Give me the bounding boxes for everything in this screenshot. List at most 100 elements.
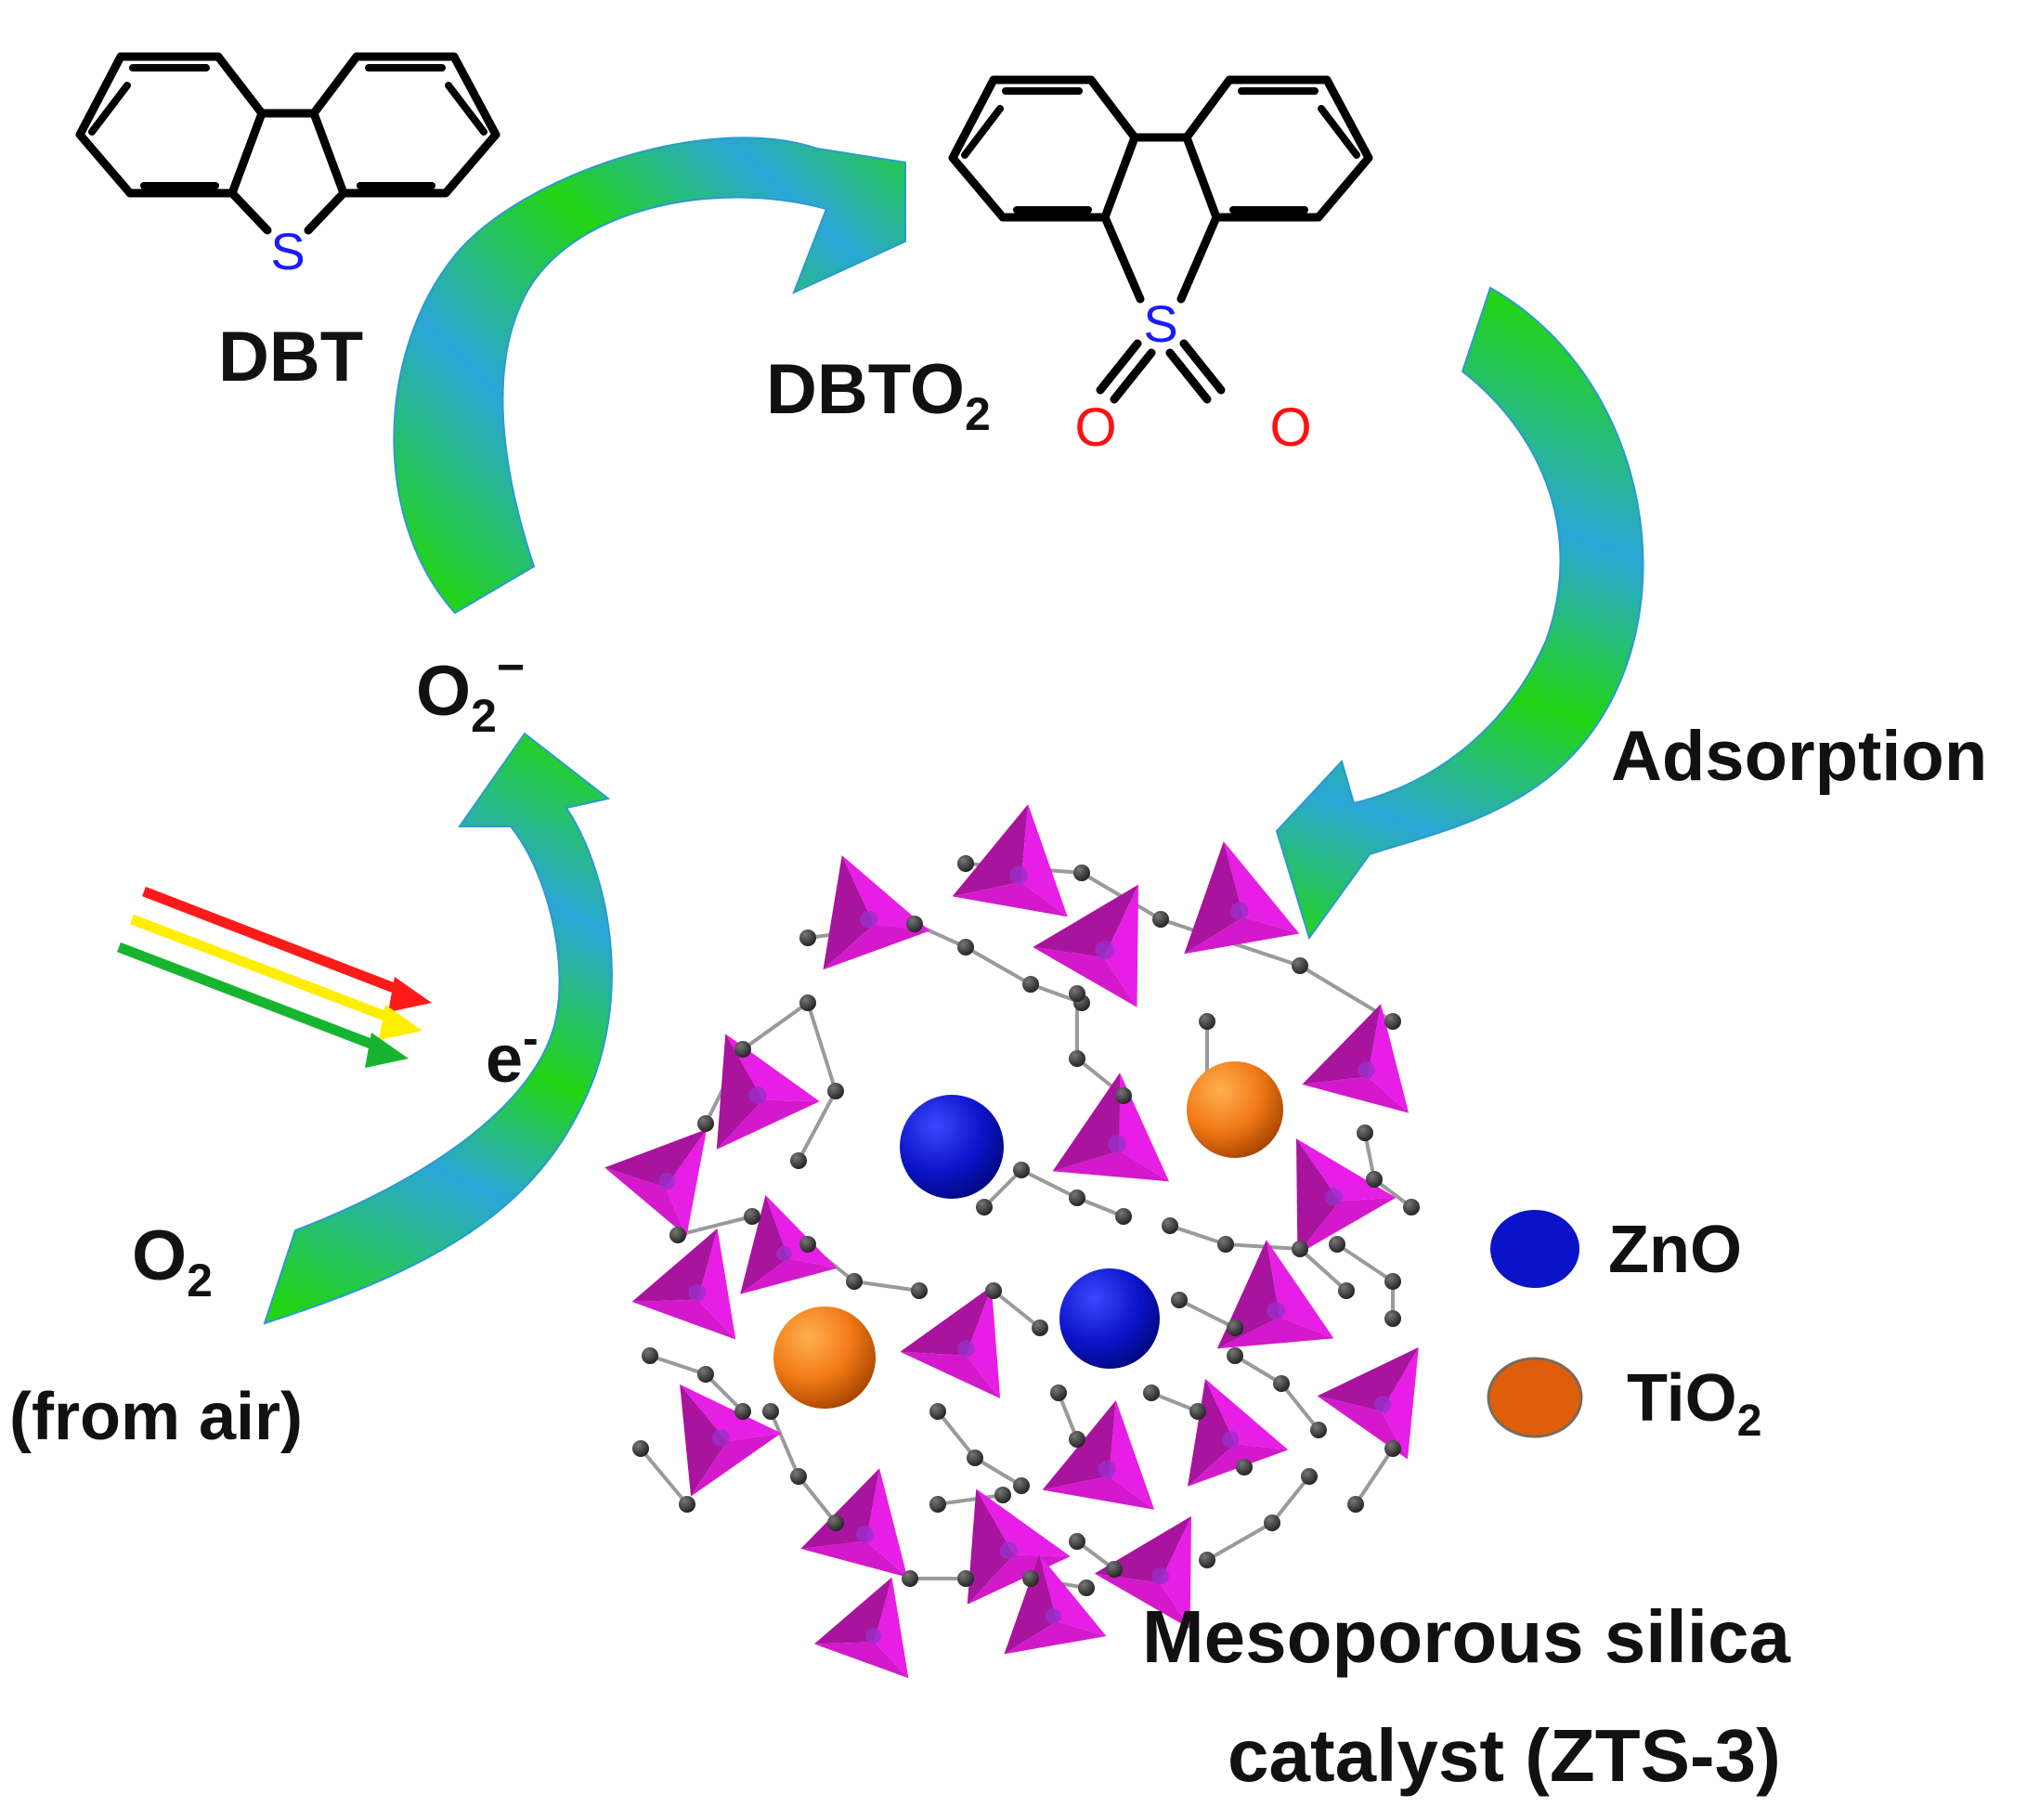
framework-atom <box>911 1282 928 1299</box>
framework-atom <box>799 1236 816 1253</box>
framework-atom <box>1292 1241 1308 1257</box>
framework-atom <box>1236 1459 1253 1476</box>
framework-atom <box>1292 957 1308 974</box>
framework-atom <box>744 1208 760 1225</box>
framework-link <box>797 1090 838 1162</box>
catalyst-label-line1: Mesoporous silica <box>1142 1595 1790 1678</box>
framework-atom <box>1152 911 1169 928</box>
framework-atom <box>734 1403 751 1420</box>
framework-link <box>1020 1168 1078 1200</box>
framework-link <box>704 1372 745 1413</box>
framework-atom <box>1069 1431 1085 1448</box>
legend-label-tio2: TiO2 <box>1627 1361 1761 1446</box>
electron-label: e- <box>486 1012 539 1097</box>
framework-atom <box>827 1514 844 1531</box>
framework-atom <box>967 1450 983 1466</box>
legend-swatch-zno <box>1490 1210 1579 1288</box>
framework-link <box>936 1410 977 1460</box>
framework-atom <box>1162 1217 1178 1234</box>
framework-link <box>937 1493 1004 1506</box>
mesoporous-silica-framework-icon <box>604 804 1420 1679</box>
framework-atom <box>790 1468 807 1485</box>
framework-atom <box>1227 1320 1243 1336</box>
zno-particle <box>1059 1268 1160 1369</box>
framework-atom <box>1347 1496 1364 1513</box>
silica-tetrahedron <box>631 1228 736 1340</box>
framework-atom <box>906 916 923 932</box>
framework-link <box>1270 1475 1311 1525</box>
framework-link <box>982 1168 1023 1209</box>
legend-label-zno: ZnO <box>1608 1213 1742 1287</box>
dbto2-sulfur-atom: S <box>1143 294 1177 353</box>
silica-tetrahedron <box>716 1034 820 1150</box>
framework-link <box>797 1475 838 1525</box>
framework-atom <box>1273 1375 1290 1392</box>
silica-tetrahedron <box>1033 884 1138 1008</box>
framework-atom <box>790 1152 807 1169</box>
framework-atom <box>929 1496 946 1513</box>
framework-link <box>639 1447 689 1506</box>
arrow-adsorption <box>1275 286 1644 941</box>
framework-atom <box>1227 1347 1243 1364</box>
framework-link <box>853 1280 920 1293</box>
framework-atom <box>1357 1124 1373 1141</box>
silica-tetrahedron <box>1004 1554 1107 1655</box>
framework-atom <box>1115 1208 1132 1225</box>
framework-link <box>1169 1224 1227 1246</box>
framework-atom <box>1106 1561 1123 1578</box>
framework-link <box>1225 1242 1301 1251</box>
framework-atom <box>902 1570 918 1587</box>
adsorption-label: Adsorption <box>1611 717 1987 796</box>
framework-atom <box>1366 1171 1383 1188</box>
framework-link <box>1206 1521 1273 1562</box>
legend: ZnO TiO2 <box>1487 1210 1761 1446</box>
tio2-particle <box>773 1306 876 1409</box>
light-rays-icon <box>117 886 432 1068</box>
framework-atom <box>1069 1533 1085 1550</box>
framework-atom <box>1073 864 1090 881</box>
framework-atom <box>1384 1440 1401 1457</box>
framework-atom <box>679 1496 695 1513</box>
catalyst-label-line2: catalyst (ZTS-3) <box>1228 1714 1781 1797</box>
framework-atom <box>1143 1384 1160 1401</box>
framework-atom <box>799 994 816 1011</box>
framework-link <box>992 1289 1042 1330</box>
framework-atom <box>1069 985 1085 1002</box>
silica-tetrahedron <box>823 855 930 970</box>
tio2-particle <box>1187 1061 1283 1158</box>
dbt-label: DBT <box>218 318 363 396</box>
framework-atom <box>1189 1403 1206 1420</box>
framework-atom <box>1264 1514 1280 1531</box>
framework-link <box>973 1456 1023 1488</box>
framework-link <box>965 945 1032 986</box>
framework-atom <box>957 855 974 872</box>
superoxide-label: O2− <box>416 641 525 742</box>
framework-atom <box>762 1403 779 1420</box>
framework-atom <box>1384 1273 1401 1290</box>
framework-atom <box>1199 1013 1215 1030</box>
dbto2-structure: S O O <box>948 75 1373 458</box>
framework-atom <box>1050 1384 1067 1401</box>
framework-atom <box>632 1440 649 1457</box>
framework-atom <box>1032 1320 1048 1336</box>
framework-atom <box>799 930 816 946</box>
framework-atom <box>929 1403 946 1420</box>
framework-atom <box>1022 976 1039 993</box>
framework-atom <box>1403 1199 1420 1216</box>
framework-link <box>1354 1447 1395 1506</box>
framework-atom <box>642 1347 658 1364</box>
framework-link <box>649 1354 707 1376</box>
dbto2-oxygen-right: O <box>1269 397 1311 458</box>
framework-link <box>806 1002 838 1092</box>
silica-tetrahedron <box>1188 1378 1289 1487</box>
framework-atom <box>976 1199 993 1216</box>
framework-atom <box>697 1115 714 1132</box>
framework-link <box>1233 1354 1283 1385</box>
silica-tetrahedron <box>1184 841 1300 955</box>
arrow-dbt-to-dbto2 <box>393 136 906 615</box>
dbto2-oxygen-left: O <box>1074 397 1116 458</box>
framework-atom <box>1199 1552 1215 1568</box>
framework-link <box>1335 1242 1395 1283</box>
framework-link <box>1298 1247 1348 1293</box>
